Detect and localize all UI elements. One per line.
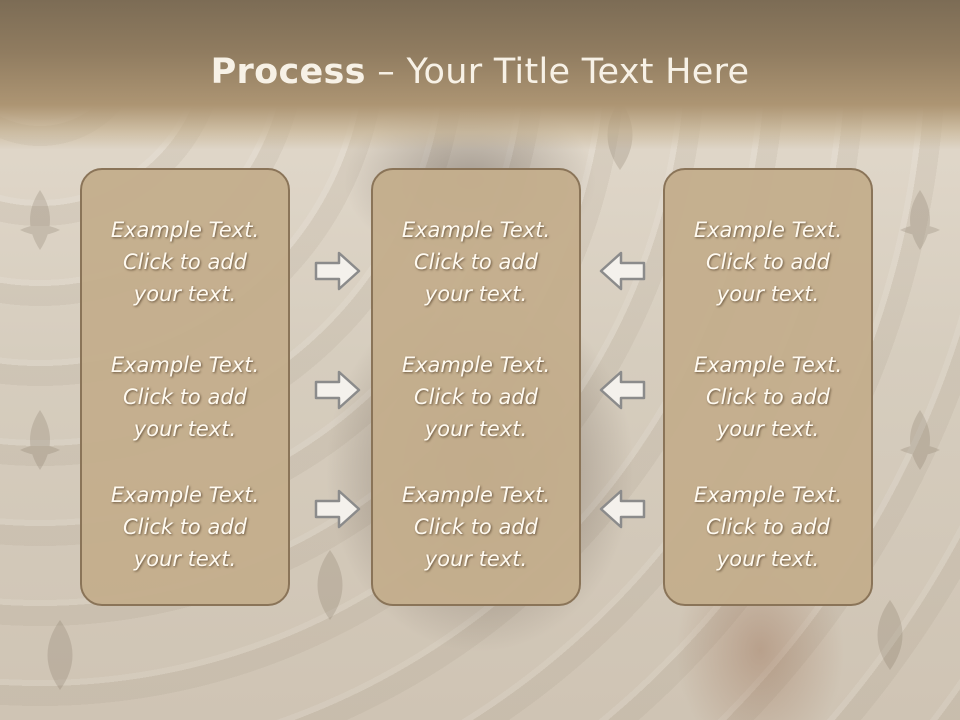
arrow-right-icon[interactable] (313, 488, 363, 530)
text-placeholder[interactable]: Example Text. Click to add your text. (665, 214, 871, 310)
arrow-right-icon[interactable] (313, 250, 363, 292)
text-line: your text. (716, 282, 820, 306)
arrow-left-icon[interactable] (597, 488, 647, 530)
arrow-right-icon[interactable] (313, 369, 363, 411)
text-line: your text. (716, 417, 820, 441)
text-placeholder[interactable]: Example Text. Click to add your text. (82, 214, 288, 310)
text-line: your text. (133, 417, 237, 441)
text-line: your text. (424, 282, 528, 306)
text-line: Click to add (705, 250, 830, 274)
text-line: Click to add (122, 250, 247, 274)
text-line: your text. (133, 547, 237, 571)
text-line: Example Text. (693, 483, 843, 507)
text-line: Example Text. (401, 353, 551, 377)
text-line: Example Text. (693, 218, 843, 242)
text-line: your text. (716, 547, 820, 571)
text-line: Example Text. (110, 483, 260, 507)
text-placeholder[interactable]: Example Text. Click to add your text. (665, 349, 871, 445)
text-line: Example Text. (110, 218, 260, 242)
text-line: Click to add (413, 515, 538, 539)
title-bar (0, 0, 960, 150)
text-placeholder[interactable]: Example Text. Click to add your text. (373, 349, 579, 445)
text-line: Click to add (705, 385, 830, 409)
text-line: your text. (424, 547, 528, 571)
text-line: Click to add (122, 385, 247, 409)
text-line: Click to add (705, 515, 830, 539)
title-rest: – Your Title Text Here (365, 52, 750, 92)
process-box-left[interactable]: Example Text. Click to add your text. Ex… (80, 168, 290, 606)
text-placeholder[interactable]: Example Text. Click to add your text. (373, 479, 579, 575)
text-line: Click to add (413, 385, 538, 409)
arrow-left-icon[interactable] (597, 250, 647, 292)
text-line: Example Text. (401, 218, 551, 242)
text-line: your text. (424, 417, 528, 441)
process-box-center[interactable]: Example Text. Click to add your text. Ex… (371, 168, 581, 606)
text-line: Example Text. (110, 353, 260, 377)
text-line: Click to add (413, 250, 538, 274)
text-line: Example Text. (401, 483, 551, 507)
text-line: Example Text. (693, 353, 843, 377)
text-placeholder[interactable]: Example Text. Click to add your text. (82, 349, 288, 445)
arrow-left-icon[interactable] (597, 369, 647, 411)
text-line: Click to add (122, 515, 247, 539)
title-bold: Process (210, 52, 366, 92)
process-box-right[interactable]: Example Text. Click to add your text. Ex… (663, 168, 873, 606)
text-placeholder[interactable]: Example Text. Click to add your text. (373, 214, 579, 310)
text-line: your text. (133, 282, 237, 306)
slide-title[interactable]: Process – Your Title Text Here (0, 52, 960, 92)
text-placeholder[interactable]: Example Text. Click to add your text. (665, 479, 871, 575)
text-placeholder[interactable]: Example Text. Click to add your text. (82, 479, 288, 575)
